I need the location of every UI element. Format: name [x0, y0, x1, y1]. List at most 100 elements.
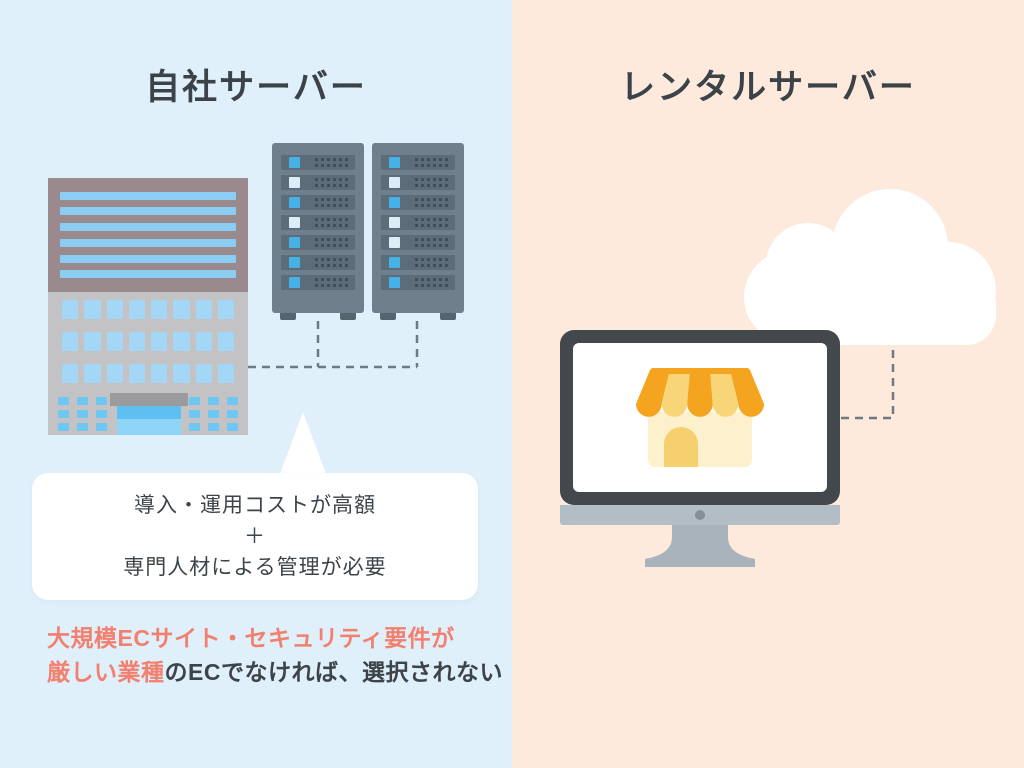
monitor-screen — [573, 343, 827, 492]
vent-dot — [327, 164, 330, 167]
building-ground-floor — [48, 391, 248, 435]
server-led — [289, 217, 300, 228]
server-led — [389, 237, 400, 248]
building-small-window — [77, 397, 88, 405]
vent-dot — [345, 244, 348, 247]
building-window — [151, 332, 168, 351]
server-vents — [315, 278, 348, 287]
vent-dot — [439, 224, 442, 227]
vent-dot — [315, 258, 318, 261]
vent-dot — [433, 164, 436, 167]
building-window — [84, 364, 101, 383]
vent-dot — [433, 204, 436, 207]
vent-dot — [339, 178, 342, 181]
vent-dot — [333, 204, 336, 207]
server-unit — [281, 275, 355, 290]
server-vents — [315, 178, 348, 187]
vent-dot — [327, 264, 330, 267]
server-vents — [415, 198, 448, 207]
server-unit — [381, 255, 455, 270]
building-small-window — [208, 410, 219, 418]
monitor-camera-dot — [695, 510, 705, 520]
building-small-windows-left — [58, 397, 107, 431]
right-panel-title: レンタルサーバー — [620, 68, 916, 107]
vent-dot — [345, 164, 348, 167]
note-highlight-1: 大規模ECサイト・セキュリティ要件が — [47, 625, 455, 651]
vent-dot — [445, 244, 448, 247]
vent-dot — [433, 158, 436, 161]
vent-dot — [439, 258, 442, 261]
vent-dot — [327, 218, 330, 221]
vent-dot — [321, 164, 324, 167]
server-vents — [415, 158, 448, 167]
vent-dot — [421, 198, 424, 201]
vent-dot — [421, 258, 424, 261]
server-unit — [381, 175, 455, 190]
vent-dot — [421, 264, 424, 267]
vent-dot — [315, 158, 318, 161]
vent-dot — [315, 244, 318, 247]
vent-dot — [333, 178, 336, 181]
vent-dot — [321, 198, 324, 201]
vent-dot — [445, 178, 448, 181]
vent-dot — [433, 278, 436, 281]
vent-dot — [421, 224, 424, 227]
vent-dot — [421, 158, 424, 161]
server-unit — [381, 215, 455, 230]
vent-dot — [415, 238, 418, 241]
vent-dot — [345, 284, 348, 287]
vent-dot — [415, 224, 418, 227]
vent-dot — [439, 204, 442, 207]
vent-dot — [345, 178, 348, 181]
building-window — [195, 300, 212, 319]
vent-dot — [345, 198, 348, 201]
server-led — [289, 277, 300, 288]
building-window — [106, 332, 123, 351]
vent-dot — [345, 264, 348, 267]
vent-dot — [421, 184, 424, 187]
vent-dot — [345, 218, 348, 221]
vent-dot — [333, 278, 336, 281]
left-panel-title: 自社サーバー — [145, 68, 367, 107]
vent-dot — [439, 284, 442, 287]
vent-dot — [333, 258, 336, 261]
building-small-window — [208, 423, 219, 431]
server-vents — [315, 198, 348, 207]
vent-dot — [339, 278, 342, 281]
building-small-window — [77, 423, 88, 431]
vent-dot — [327, 238, 330, 241]
building-window — [217, 332, 234, 351]
building-window — [62, 364, 79, 383]
server-vents — [415, 218, 448, 227]
building-window — [84, 300, 101, 319]
entrance-awning — [110, 393, 188, 406]
rack-foot — [440, 313, 456, 320]
speech-bubble: 導入・運用コストが高額 ＋ 専門人材による管理が必要 — [32, 473, 478, 600]
server-led — [289, 237, 300, 248]
monitor-stand — [645, 525, 755, 567]
server-unit — [281, 155, 355, 170]
server-unit — [381, 155, 455, 170]
server-vents — [415, 278, 448, 287]
vent-dot — [327, 184, 330, 187]
vent-dot — [333, 244, 336, 247]
vent-dot — [333, 284, 336, 287]
vent-dot — [315, 218, 318, 221]
vent-dot — [427, 198, 430, 201]
vent-dot — [445, 258, 448, 261]
rack-foot — [340, 313, 356, 320]
vent-dot — [315, 238, 318, 241]
server-unit — [281, 175, 355, 190]
vent-dot — [321, 224, 324, 227]
vent-dot — [415, 164, 418, 167]
vent-dot — [333, 184, 336, 187]
vent-dot — [439, 164, 442, 167]
office-building-icon — [48, 178, 248, 435]
building-window — [151, 364, 168, 383]
vent-dot — [415, 264, 418, 267]
vent-dot — [433, 198, 436, 201]
vent-dot — [345, 204, 348, 207]
server-led — [289, 177, 300, 188]
server-led — [389, 277, 400, 288]
server-vents — [315, 218, 348, 227]
